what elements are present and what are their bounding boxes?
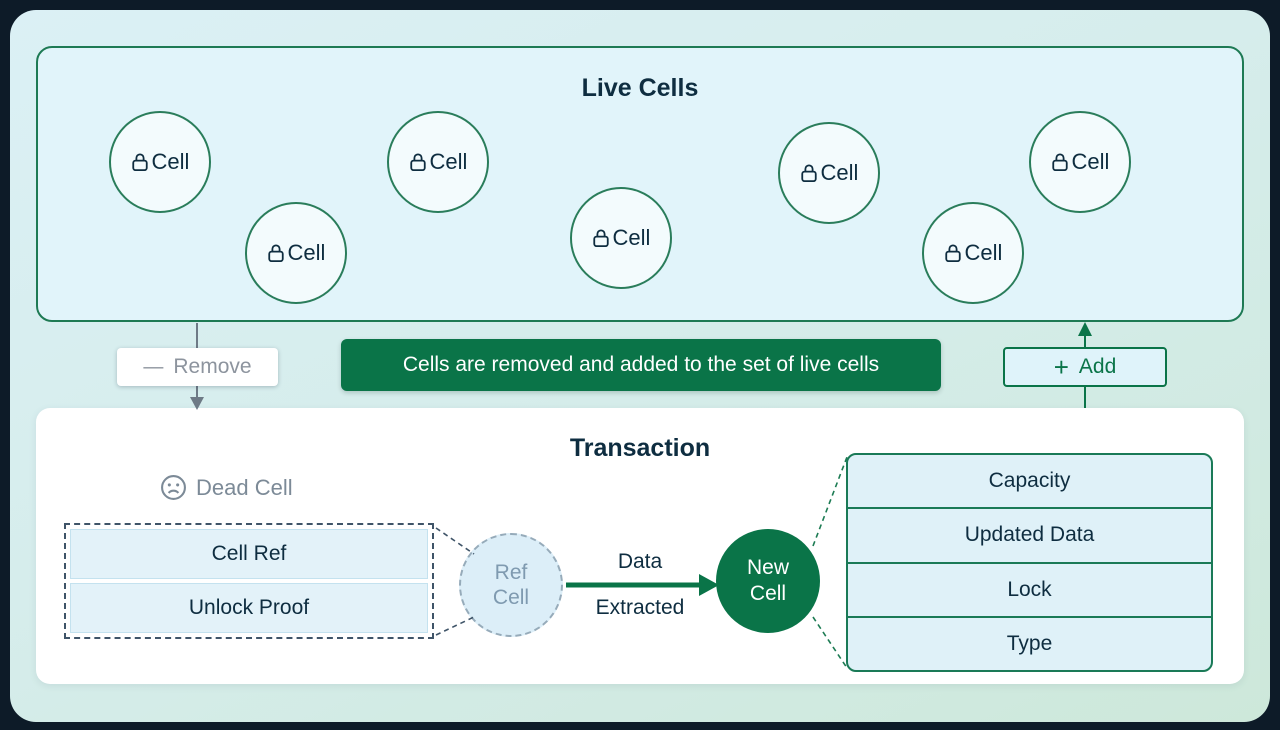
transaction-title: Transaction (569, 434, 711, 462)
plus-icon: + (1053, 352, 1069, 382)
lock-icon (800, 164, 817, 182)
lock-icon (1051, 153, 1068, 171)
cell-ref-group: Cell Ref Unlock Proof (64, 523, 434, 639)
live-cell: Cell (387, 111, 489, 213)
live-cell: Cell (570, 187, 672, 289)
output-fields-table: Capacity Updated Data Lock Type (846, 453, 1213, 672)
data-arrow-label-top: Data (617, 550, 663, 573)
lock-icon (592, 229, 609, 247)
cell-label: Cell (964, 240, 1003, 265)
live-cell: Cell (109, 111, 211, 213)
transaction-box: Transaction Dead Cell Cell Ref Unlock Pr… (36, 408, 1244, 684)
dead-cell-label: Dead Cell (160, 474, 293, 501)
live-cells-title: Live Cells (581, 74, 699, 102)
dead-cell-text: Dead Cell (196, 474, 293, 500)
sad-face-icon (161, 475, 186, 500)
live-cell: Cell (1029, 111, 1131, 213)
cell-label: Cell (429, 149, 468, 174)
unlock-proof-row: Unlock Proof (70, 583, 428, 633)
live-cell: Cell (922, 202, 1024, 304)
type-row: Type (848, 615, 1211, 670)
ref-cell-text: Ref Cell (492, 560, 530, 609)
add-label: Add (1078, 355, 1117, 378)
live-cells-box: Live Cells Cell Cell Cell Cell Cell Cell… (36, 46, 1244, 322)
data-arrow-label-bottom: Extracted (595, 596, 685, 619)
cell-label: Cell (820, 160, 859, 185)
cell-label: Cell (612, 225, 651, 250)
cell-label: Cell (151, 149, 190, 174)
lock-icon (944, 244, 961, 262)
cell-label: Cell (1071, 149, 1110, 174)
live-cell: Cell (245, 202, 347, 304)
remove-label: Remove (173, 355, 252, 378)
updated-data-row: Updated Data (848, 507, 1211, 561)
cell-ref-row: Cell Ref (70, 529, 428, 579)
cell-label: Cell (287, 240, 326, 265)
flow-banner: Cells are removed and added to the set o… (341, 339, 941, 391)
ref-cell-circle: Ref Cell (459, 533, 563, 637)
add-button: + Add (1003, 347, 1167, 387)
remove-button: — Remove (117, 348, 278, 386)
lock-row: Lock (848, 561, 1211, 616)
live-cell: Cell (778, 122, 880, 224)
capacity-row: Capacity (988, 469, 1071, 493)
lock-icon (267, 244, 284, 262)
lock-icon (131, 153, 148, 171)
minus-icon: — (143, 356, 164, 378)
lock-icon (409, 153, 426, 171)
new-cell-text: New Cell (746, 555, 789, 605)
new-cell-circle: New Cell (716, 529, 820, 633)
